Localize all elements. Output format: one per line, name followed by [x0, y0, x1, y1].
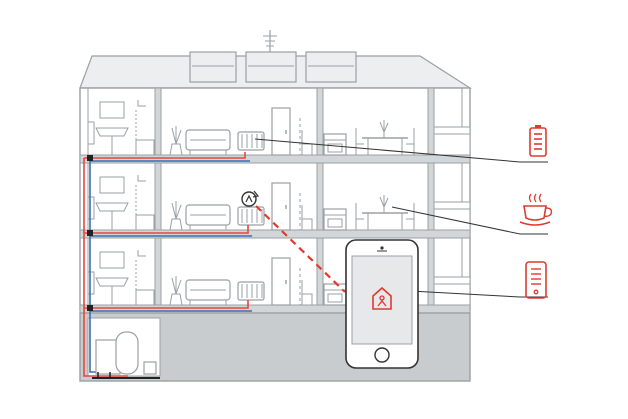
roof-window-mid: [245, 51, 297, 83]
boiler-icon: [92, 331, 160, 379]
door: [271, 257, 291, 306]
vase: [379, 120, 389, 138]
home-app-icon: [372, 286, 392, 310]
plant: [171, 201, 182, 220]
coffee-cup-icon: [519, 193, 553, 226]
middle-floor: [87, 175, 415, 231]
door: [271, 182, 291, 231]
plant: [171, 126, 182, 145]
tablet-icon: [525, 261, 547, 299]
radiator: [237, 206, 265, 226]
wireless-link: [255, 205, 346, 293]
thermostat-icon: [241, 190, 260, 207]
plant-pot: [169, 143, 183, 156]
sink: [95, 202, 129, 212]
shower-head: [137, 250, 146, 257]
battery-icon: [529, 125, 547, 157]
toilet: [135, 214, 155, 231]
leader-lines: [254, 138, 548, 298]
roof-window-left: [189, 51, 237, 83]
toilet: [135, 139, 155, 156]
plant: [171, 276, 182, 295]
towel-rail: [87, 271, 95, 295]
smartphone: [345, 239, 419, 369]
shower-head: [137, 175, 146, 182]
plant-pot: [169, 218, 183, 231]
chair: [406, 128, 415, 155]
top-floor: [87, 100, 415, 156]
chair: [355, 203, 364, 230]
toilet: [135, 289, 155, 306]
balconies: [433, 126, 471, 306]
chair: [406, 203, 415, 230]
radiator: [237, 281, 265, 301]
vase: [379, 195, 389, 213]
floors-layer: [87, 100, 415, 306]
mirror: [99, 251, 125, 269]
towel-rail: [87, 196, 95, 220]
sink: [95, 277, 129, 287]
shower-head: [137, 100, 146, 107]
chair: [301, 205, 313, 230]
roof-window-right: [305, 51, 357, 83]
sink: [95, 127, 129, 137]
mirror: [99, 101, 125, 119]
roof: [79, 30, 473, 89]
door: [271, 107, 291, 156]
ground-floor: [87, 250, 415, 306]
antenna-icon: [263, 30, 277, 52]
home-button: [374, 347, 390, 363]
plant-pot: [169, 293, 183, 306]
radiator: [237, 131, 265, 151]
chair: [301, 280, 313, 305]
mirror: [99, 176, 125, 194]
towel-rail: [87, 121, 95, 145]
chair: [355, 128, 364, 155]
